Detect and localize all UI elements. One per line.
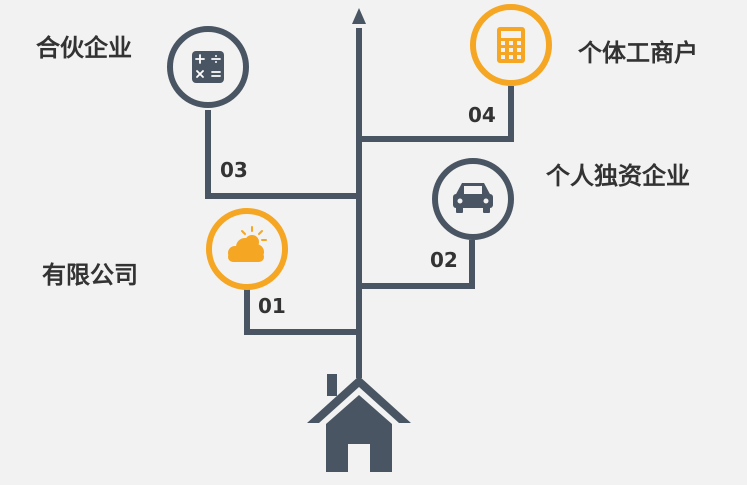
node-title-03: 合伙企业 (36, 34, 132, 62)
node-number-03: 03 (220, 158, 248, 182)
node-04 (470, 4, 552, 86)
node-number-04: 04 (468, 103, 496, 127)
node-02 (432, 158, 514, 240)
node-01 (206, 208, 288, 290)
calculator-icon (192, 51, 224, 83)
node-title-04: 个体工商户 (578, 39, 698, 67)
node-number-02: 02 (430, 248, 458, 272)
sun-cloud-icon (228, 226, 267, 262)
branch-line-02 (359, 240, 475, 289)
branch-line-04 (359, 86, 514, 142)
calculator-icon (497, 27, 525, 63)
node-number-01: 01 (258, 294, 286, 318)
node-title-01: 有限公司 (42, 261, 138, 289)
house-icon (307, 374, 411, 472)
car-icon (453, 183, 493, 213)
node-title-02: 个人独资企业 (546, 162, 690, 190)
arrow-head-icon (352, 8, 366, 24)
node-03 (167, 26, 249, 108)
branch-line-03 (205, 110, 359, 199)
branch-line-01 (244, 286, 359, 335)
